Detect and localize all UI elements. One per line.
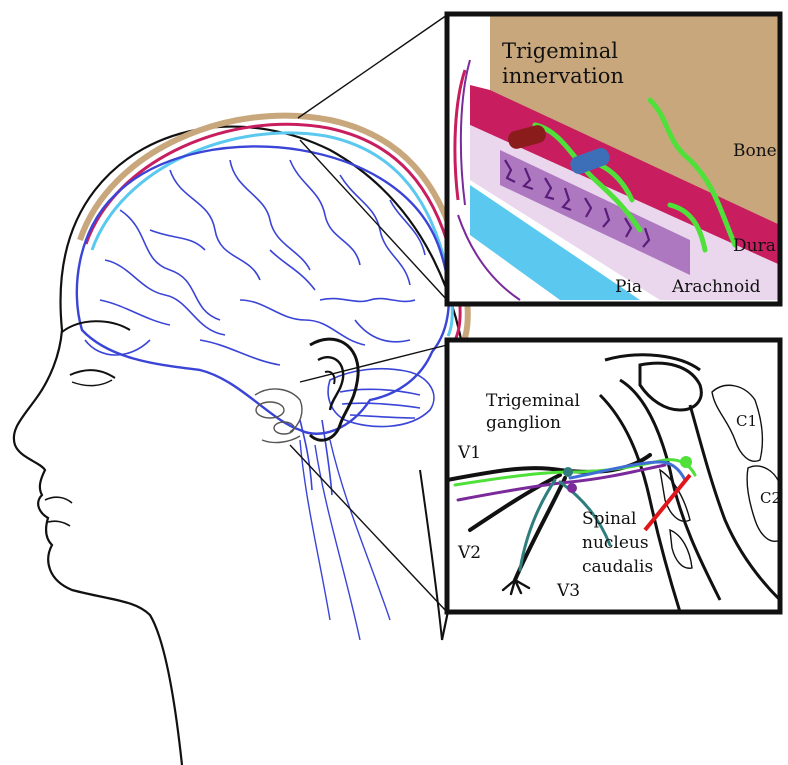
label-v3: V3 xyxy=(556,581,580,601)
inset-trigeminal-innervation: Trigeminal innervation Bone Dura Arachno… xyxy=(447,14,780,304)
label-dura: Dura xyxy=(733,236,776,256)
ganglion-node-1 xyxy=(563,467,573,477)
nucleus-node xyxy=(680,456,692,468)
head-outline xyxy=(14,127,470,765)
label-arachnoid: Arachnoid xyxy=(671,277,761,297)
inner-ear xyxy=(255,389,302,443)
inset-trigeminal-ganglion: Trigeminal ganglion V1 V2 V3 Spinal nucl… xyxy=(447,340,781,612)
lips xyxy=(45,497,72,503)
inset-title-line1: Trigeminal xyxy=(502,39,618,63)
zoom-connectors xyxy=(290,15,447,612)
ganglion-node-2 xyxy=(567,483,577,493)
spinal-label-line2: nucleus xyxy=(582,533,649,553)
label-c1: C1 xyxy=(736,412,757,430)
label-v2: V2 xyxy=(457,543,481,563)
neck-back-line xyxy=(420,470,442,640)
spinal-label-line1: Spinal xyxy=(582,509,637,529)
head-illustration xyxy=(14,15,470,765)
spinal-label-line3: caudalis xyxy=(582,557,653,577)
ganglion-label-line2: ganglion xyxy=(486,413,561,433)
ganglion-label-line1: Trigeminal xyxy=(486,391,580,411)
eye xyxy=(70,370,115,378)
label-bone: Bone xyxy=(733,141,777,161)
label-pia: Pia xyxy=(615,277,642,297)
inset-title-line2: innervation xyxy=(502,64,624,88)
eyebrow xyxy=(62,321,130,332)
label-v1: V1 xyxy=(457,443,481,463)
label-c2: C2 xyxy=(760,489,781,507)
